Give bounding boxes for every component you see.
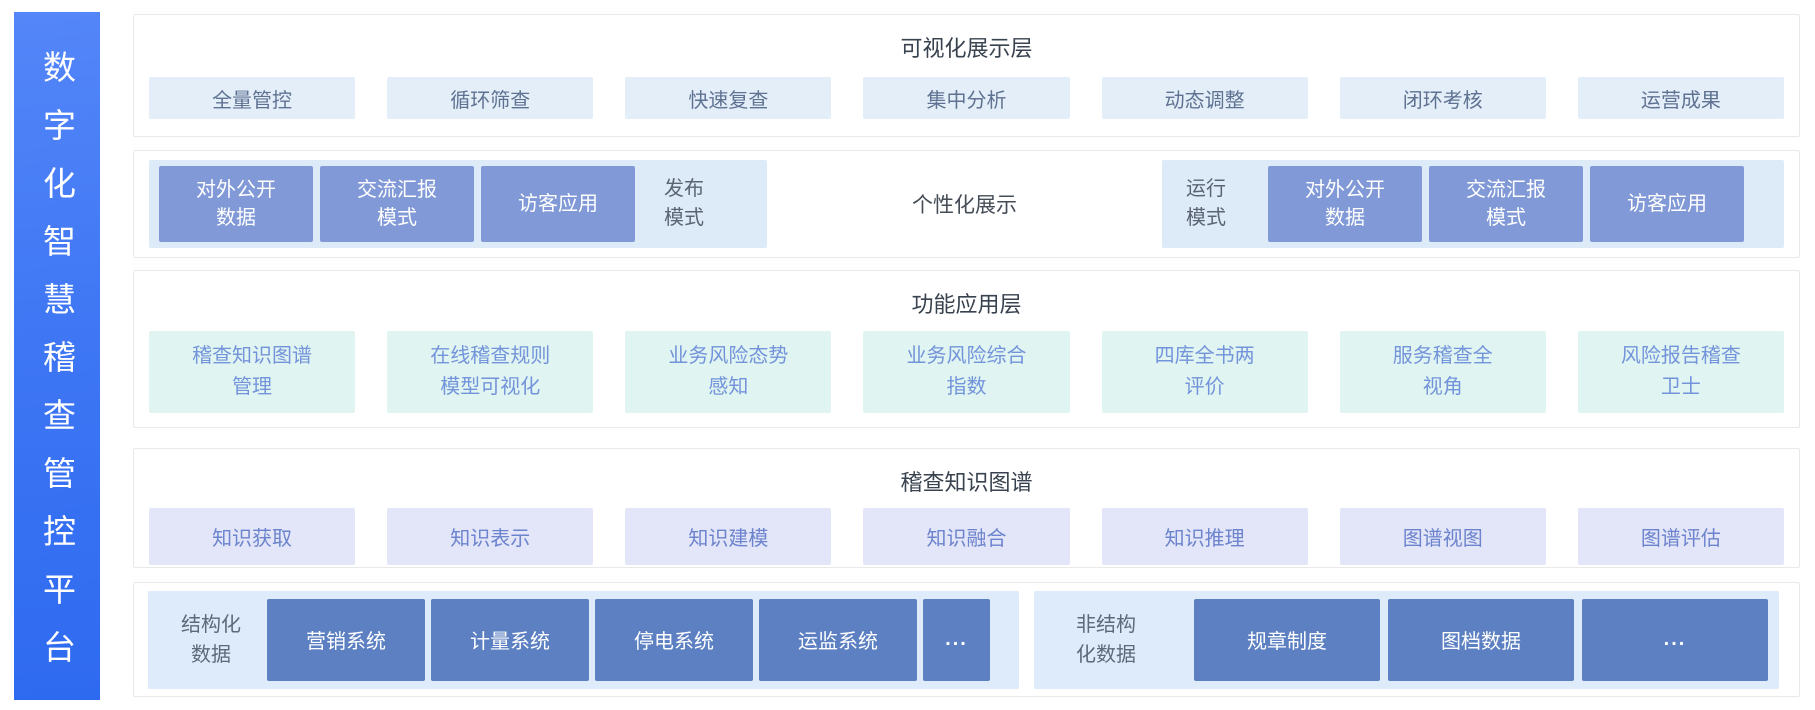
personalized-display-label: 个性化展示 — [912, 194, 1017, 217]
function-item-row: 稽查知识图谱 管理 在线稽查规则 模型可视化 业务风险态势 感知 业务风险综合 … — [134, 331, 1799, 413]
function-item: 业务风险态势 感知 — [625, 331, 832, 413]
ellipsis-box: ... — [1582, 598, 1768, 681]
function-item: 业务风险综合 指数 — [863, 331, 1070, 413]
system-box: 停电系统 — [595, 598, 753, 681]
knowledge-item: 知识获取 — [149, 508, 356, 565]
system-box: 营销系统 — [267, 598, 425, 681]
publish-mode-group: 对外公开 数据 交流汇报 模式 访客应用 发布 模式 — [149, 160, 767, 248]
layer-title-function-application: 功能应用层 — [911, 292, 1022, 317]
publish-mode-label: 发布 模式 — [664, 178, 704, 229]
mode-box: 访客应用 — [1590, 166, 1744, 242]
layer-card-function-application: 功能应用层 稽查知识图谱 管理 在线稽查规则 模型可视化 业务风险态势 感知 业… — [133, 270, 1800, 428]
function-item: 服务稽查全 视角 — [1339, 331, 1546, 413]
display-modes-row: 对外公开 数据 交流汇报 模式 访客应用 发布 模式 个性化展示 运行 模式 对… — [134, 151, 1799, 257]
layer-title-knowledge-graph: 稽查知识图谱 — [900, 470, 1033, 495]
visualization-item: 运营成果 — [1577, 77, 1784, 119]
visualization-item: 集中分析 — [863, 77, 1070, 119]
visualization-item: 循环筛查 — [387, 77, 594, 119]
unstructured-data-label: 非结构 化数据 — [1076, 613, 1136, 666]
structured-data-group: 结构化 数据 营销系统 计量系统 停电系统 运监系统 ... — [148, 590, 1019, 689]
run-mode-label: 运行 模式 — [1186, 178, 1226, 229]
layer-card-knowledge-graph: 稽查知识图谱 知识获取 知识表示 知识建模 知识融合 知识推理 图谱视图 图谱评… — [133, 448, 1800, 568]
layer-card-visualization: 可视化展示层 全量管控 循环筛查 快速复查 集中分析 动态调整 闭环考核 运营成… — [133, 14, 1800, 137]
knowledge-item: 知识建模 — [625, 508, 832, 565]
knowledge-item-row: 知识获取 知识表示 知识建模 知识融合 知识推理 图谱视图 图谱评估 — [134, 508, 1799, 565]
knowledge-item: 知识融合 — [863, 508, 1070, 565]
mode-box: 交流汇报 模式 — [1429, 166, 1583, 242]
ellipsis-box: ... — [923, 598, 990, 681]
function-item: 稽查知识图谱 管理 — [149, 331, 356, 413]
system-box: 计量系统 — [431, 598, 589, 681]
system-box: 运监系统 — [759, 598, 917, 681]
system-box: 规章制度 — [1194, 598, 1380, 681]
layer-title-visualization: 可视化展示层 — [900, 36, 1033, 61]
platform-sidebar: 数字化智慧稽查管控平台 — [14, 12, 100, 700]
knowledge-item: 知识推理 — [1101, 508, 1308, 565]
mode-box: 对外公开 数据 — [159, 166, 313, 242]
visualization-item: 全量管控 — [149, 77, 356, 119]
platform-title: 数字化智慧稽查管控平台 — [38, 49, 76, 688]
unstructured-data-group: 非结构 化数据 规章制度 图档数据 ... — [1034, 590, 1779, 689]
function-item: 在线稽查规则 模型可视化 — [387, 331, 594, 413]
layer-card-display-modes: 对外公开 数据 交流汇报 模式 访客应用 发布 模式 个性化展示 运行 模式 对… — [133, 150, 1800, 258]
mode-box: 交流汇报 模式 — [320, 166, 474, 242]
knowledge-item: 图谱评估 — [1577, 508, 1784, 565]
mode-box: 对外公开 数据 — [1268, 166, 1422, 242]
layer-card-data-sources: 结构化 数据 营销系统 计量系统 停电系统 运监系统 ... 非结构 化数据 规… — [133, 582, 1800, 697]
function-item: 风险报告稽查 卫士 — [1577, 331, 1784, 413]
visualization-item: 动态调整 — [1101, 77, 1308, 119]
data-source-row: 结构化 数据 营销系统 计量系统 停电系统 运监系统 ... 非结构 化数据 规… — [134, 583, 1799, 696]
mode-box: 访客应用 — [481, 166, 635, 242]
structured-data-label: 结构化 数据 — [181, 613, 241, 666]
visualization-item-row: 全量管控 循环筛查 快速复查 集中分析 动态调整 闭环考核 运营成果 — [134, 77, 1799, 119]
visualization-item: 快速复查 — [625, 77, 832, 119]
function-item: 四库全书两 评价 — [1101, 331, 1308, 413]
visualization-item: 闭环考核 — [1339, 77, 1546, 119]
knowledge-item: 知识表示 — [387, 508, 594, 565]
system-box: 图档数据 — [1388, 598, 1574, 681]
run-mode-group: 运行 模式 对外公开 数据 交流汇报 模式 访客应用 — [1162, 160, 1784, 248]
knowledge-item: 图谱视图 — [1339, 508, 1546, 565]
